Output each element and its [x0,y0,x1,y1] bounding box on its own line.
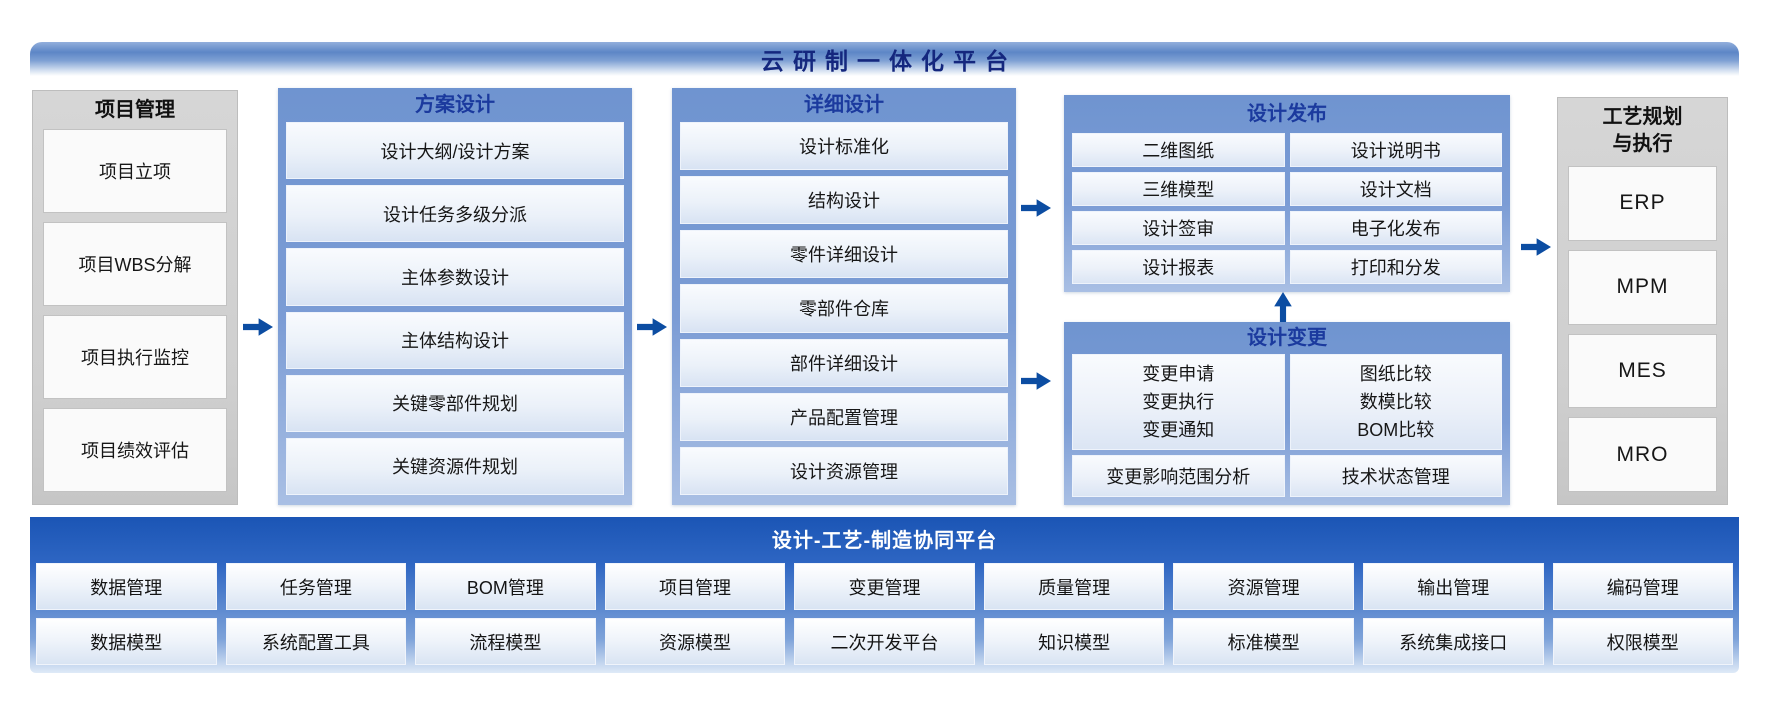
diagram-box: 项目WBS分解 [43,222,227,306]
diagram-box: 二维图纸 [1072,133,1285,167]
scheme-design-column: 方案设计 设计大纲/设计方案 设计任务多级分派 主体参数设计 主体结构设计 关键… [278,88,632,505]
diagram-box: 三维模型 [1072,172,1285,206]
detailed-design-items: 设计标准化 结构设计 零件详细设计 零部件仓库 部件详细设计 产品配置管理 设计… [680,122,1008,495]
diagram-box: 关键资源件规划 [286,437,624,496]
diagram-box: MPM [1568,249,1717,325]
diagram-box: 项目绩效评估 [43,408,227,492]
project-management-items: 项目立项 项目WBS分解 项目执行监控 项目绩效评估 [43,129,227,492]
diagram-box: 项目执行监控 [43,315,227,399]
collaboration-platform: 设计-工艺-制造协同平台 数据管理 任务管理 BOM管理 项目管理 变更管理 质… [30,517,1739,673]
platform-cell: 任务管理 [225,563,407,610]
project-management-header: 项目管理 [95,99,175,121]
platform-cell: 标准模型 [1173,618,1354,665]
platform-cell: 流程模型 [415,618,596,665]
platform-cell: 资源管理 [1173,563,1354,610]
platform-cell: 数据管理 [36,563,217,610]
project-management-column: 项目管理 项目立项 项目WBS分解 项目执行监控 项目绩效评估 [32,90,238,505]
diagram-box: ERP [1568,166,1717,241]
flow-arrow-right-icon [1521,238,1551,256]
platform-cell: 输出管理 [1362,563,1544,610]
flow-arrow-right-icon [637,318,667,336]
platform-cell: 变更管理 [794,563,975,610]
platform-cell: 编码管理 [1552,563,1734,610]
diagram-box: 变更影响范围分析 [1072,455,1285,497]
diagram-box: 设计标准化 [680,122,1008,171]
design-release-block: 设计发布 二维图纸 设计说明书 三维模型 设计文档 设计签审 电子化发布 设计报… [1064,95,1510,292]
detailed-design-header: 详细设计 [804,94,884,116]
diagram-box: 部件详细设计 [680,338,1008,387]
design-change-block: 设计变更 变更申请 变更执行 变更通知 图纸比较 数模比较 BOM比较 变更影响… [1064,322,1510,505]
platform-cell: 项目管理 [604,563,786,610]
design-change-header: 设计变更 [1247,327,1327,349]
process-planning-header-line1: 工艺规划 [1602,106,1683,128]
design-release-grid: 二维图纸 设计说明书 三维模型 设计文档 设计签审 电子化发布 设计报表 打印和… [1072,133,1502,284]
platform-row-2: 数据模型 系统配置工具 流程模型 资源模型 二次开发平台 知识模型 标准模型 系… [30,618,1739,665]
platform-cell: 二次开发平台 [794,618,975,665]
platform-cell: BOM管理 [415,563,596,610]
design-change-bottom-row: 变更影响范围分析 技术状态管理 [1072,455,1502,497]
diagram-box: 主体结构设计 [286,311,624,369]
platform-cell: 权限模型 [1552,618,1734,665]
flow-arrow-right-icon [1021,372,1051,390]
platform-cell: 数据模型 [36,618,217,665]
process-planning-column: 工艺规划 与执行 ERP MPM MES MRO [1557,97,1728,505]
diagram-box: 变更申请 变更执行 变更通知 [1072,354,1285,450]
platform-cell: 资源模型 [604,618,786,665]
diagram-box: 设计资源管理 [680,446,1008,495]
diagram-box: 电子化发布 [1289,211,1502,245]
change-line: 图纸比较 [1359,364,1432,384]
diagram-box: 设计签审 [1072,211,1285,245]
flow-arrow-right-icon [1021,199,1051,217]
design-release-header: 设计发布 [1247,103,1327,125]
process-planning-header-line2: 与执行 [1612,133,1673,155]
platform-cell: 系统集成接口 [1362,618,1544,665]
diagram-box: 设计大纲/设计方案 [286,122,624,180]
platform-row-1: 数据管理 任务管理 BOM管理 项目管理 变更管理 质量管理 资源管理 输出管理… [30,563,1739,610]
diagram-box: 设计任务多级分派 [286,185,624,243]
platform-main-title: 云研制一体化平台 [761,48,1017,74]
flow-arrow-right-icon [243,318,273,336]
top-banner: 云研制一体化平台 [30,42,1739,76]
diagram-box: 图纸比较 数模比较 BOM比较 [1289,354,1502,450]
diagram-box: 零件详细设计 [680,230,1008,279]
process-planning-items: ERP MPM MES MRO [1568,166,1717,492]
diagram-box: 零部件仓库 [680,284,1008,333]
design-change-main-row: 变更申请 变更执行 变更通知 图纸比较 数模比较 BOM比较 [1072,354,1502,450]
platform-cell: 系统配置工具 [225,618,407,665]
flow-arrow-up-icon [1272,292,1294,322]
change-line: 变更执行 [1142,392,1215,412]
diagram-box: 打印和分发 [1289,250,1502,284]
diagram-box: 主体参数设计 [286,248,624,306]
change-line: 变更申请 [1142,364,1215,384]
diagram-box: 结构设计 [680,176,1008,225]
diagram-box: 设计文档 [1289,172,1502,206]
process-planning-header: 工艺规划 与执行 [1568,98,1717,166]
diagram-box: 设计报表 [1072,250,1285,284]
change-line: BOM比较 [1357,420,1435,440]
diagram-box: 关键零部件规划 [286,374,624,432]
collaboration-platform-title: 设计-工艺-制造协同平台 [771,530,998,552]
diagram-box: 设计说明书 [1289,133,1502,167]
diagram-box: 产品配置管理 [680,392,1008,441]
change-line: 数模比较 [1359,392,1432,412]
platform-cell: 知识模型 [983,618,1165,665]
diagram-box: 技术状态管理 [1289,455,1502,497]
detailed-design-column: 详细设计 设计标准化 结构设计 零件详细设计 零部件仓库 部件详细设计 产品配置… [672,88,1016,505]
platform-cell: 质量管理 [983,563,1165,610]
scheme-design-items: 设计大纲/设计方案 设计任务多级分派 主体参数设计 主体结构设计 关键零部件规划… [286,122,624,496]
diagram-box: MES [1568,333,1717,409]
scheme-design-header: 方案设计 [415,94,495,116]
diagram-box: 项目立项 [43,129,227,213]
diagram-box: MRO [1568,417,1717,492]
change-line: 变更通知 [1142,420,1215,440]
